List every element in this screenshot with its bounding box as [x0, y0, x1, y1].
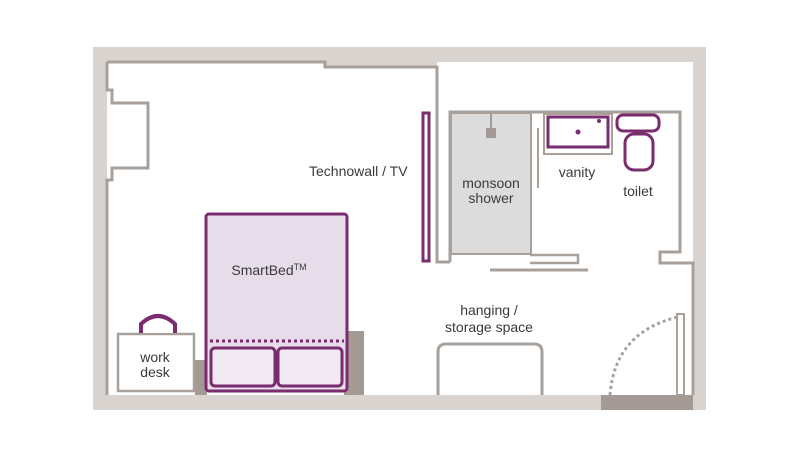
label-shower-line2: shower — [468, 190, 513, 206]
label-bed-trademark: TM — [294, 262, 307, 272]
label-vanity: vanity — [559, 164, 596, 180]
label-technowall: Technowall / TV — [309, 163, 408, 179]
label-desk-line1: work — [139, 349, 171, 365]
label-desk-line2: desk — [140, 364, 171, 380]
label-bed-text: SmartBed — [231, 262, 293, 278]
bed-pillow-right — [276, 346, 344, 388]
label-toilet: toilet — [623, 183, 653, 199]
work-desk — [116, 332, 196, 393]
desk-chair — [139, 314, 177, 333]
entry-door-swing — [608, 315, 679, 396]
bed-pillow-left — [209, 346, 277, 388]
bathroom-lower-wall — [530, 253, 580, 265]
label-shower-line1: monsoon — [462, 175, 520, 191]
hanging-storage-unit — [436, 342, 544, 395]
entry-door-threshold — [601, 395, 693, 410]
bed-side-panel — [344, 331, 364, 395]
tap-icon — [597, 119, 601, 123]
basin-drain-icon — [575, 129, 581, 135]
bed-head-panel — [195, 360, 207, 395]
shower-head-icon — [486, 128, 496, 138]
label-bed: SmartBedTM — [231, 262, 306, 278]
technowall-tv — [421, 111, 431, 263]
entry-door-leaf — [676, 313, 685, 396]
left-wall-niche — [105, 62, 150, 395]
label-storage-line1: hanging / — [460, 302, 518, 318]
label-storage-line2: storage space — [445, 319, 533, 335]
toilet-bowl — [623, 132, 655, 172]
room-wall-outline — [107, 60, 450, 264]
toilet-cistern — [615, 113, 661, 133]
